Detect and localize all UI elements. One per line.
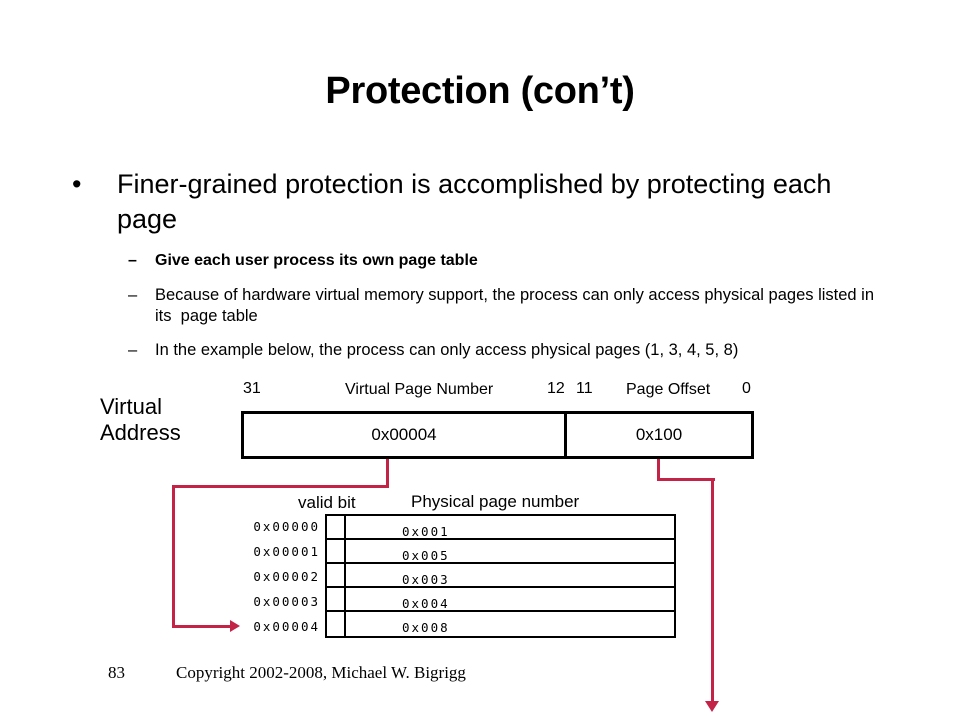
bit-label-31: 31: [243, 380, 261, 397]
bullet-level2-3-text: In the example below, the process can on…: [155, 341, 739, 359]
connector-vpn-vertical-icon: [172, 485, 175, 628]
virtual-page-number-field: 0x00004: [244, 414, 567, 456]
connector-offset-right-icon: [657, 478, 715, 481]
bit-label-11: 11: [576, 380, 593, 397]
page-table-index-0: 0x00000: [253, 519, 320, 534]
bullet-level2-3: – In the example below, the process can …: [128, 340, 888, 361]
bullet-level1-text: Finer-grained protection is accomplished…: [117, 169, 832, 234]
valid-bit-cell: [327, 612, 346, 636]
table-row: 0x008: [327, 612, 674, 636]
dash-marker-icon: –: [128, 252, 137, 269]
table-row: 0x001: [327, 516, 674, 540]
bullet-level2-1-text: Give each user process its own page tabl…: [155, 252, 478, 269]
physical-page-number-cell: 0x005: [346, 540, 674, 563]
connector-offset-down-icon: [657, 459, 660, 481]
connector-vpn-down-icon: [386, 459, 389, 488]
physical-page-number-cell: 0x003: [346, 564, 674, 587]
field-label-page-offset: Page Offset: [626, 381, 711, 398]
field-label-virtual-page-number: Virtual Page Number: [345, 381, 494, 398]
physical-page-number-cell: 0x001: [346, 516, 674, 539]
dash-marker-icon: –: [128, 341, 138, 359]
page-offset-field: 0x100: [635, 425, 683, 444]
physical-page-number-value: 0x004: [402, 596, 450, 611]
table-row: 0x003: [327, 564, 674, 588]
physical-page-number-cell: 0x004: [346, 588, 674, 611]
connector-offset-vertical-icon: [711, 478, 714, 704]
physical-page-number-value: 0x001: [402, 524, 450, 539]
bit-label-0: 0: [742, 380, 751, 397]
page-table-index-2: 0x00002: [253, 569, 320, 584]
connector-vpn-arrowhead-icon: [230, 620, 240, 632]
virtual-address-caption: Virtual Address: [100, 394, 240, 447]
valid-bit-cell: [327, 516, 346, 538]
virtual-address-box: 0x00004 0x100: [241, 411, 754, 459]
valid-bit-cell: [327, 540, 346, 562]
connector-vpn-right-icon: [172, 625, 232, 628]
connector-vpn-left-icon: [172, 485, 389, 488]
page-table-index-1: 0x00001: [253, 544, 320, 559]
column-header-valid-bit: valid bit: [298, 493, 356, 512]
page-table-index-4: 0x00004: [253, 619, 320, 634]
virtual-address-caption-line1: Virtual: [100, 394, 162, 419]
physical-page-number-value: 0x005: [402, 548, 450, 563]
bullet-level2-2: – Because of hardware virtual memory sup…: [128, 285, 888, 327]
page-table: 0x001 0x005 0x003 0x004 0x008: [325, 514, 676, 638]
valid-bit-cell: [327, 588, 346, 610]
physical-page-number-value: 0x008: [402, 620, 450, 635]
bullet-level1: • Finer-grained protection is accomplish…: [72, 167, 832, 236]
page-table-index-3: 0x00003: [253, 594, 320, 609]
bullet-level2-2-text: Because of hardware virtual memory suppo…: [155, 286, 879, 325]
bullet-level2-1: – Give each user process its own page ta…: [128, 251, 888, 271]
bullet-marker-icon: •: [72, 169, 82, 199]
table-row: 0x005: [327, 540, 674, 564]
dash-marker-icon: –: [128, 286, 138, 304]
connector-offset-arrowhead-icon: [705, 701, 719, 712]
table-row: 0x004: [327, 588, 674, 612]
page-title: Protection (con’t): [325, 70, 635, 112]
virtual-address-caption-line2: Address: [100, 420, 181, 446]
bit-label-12: 12: [547, 380, 565, 397]
valid-bit-cell: [327, 564, 346, 586]
slide-number: 83: [108, 663, 125, 682]
physical-page-number-cell: 0x008: [346, 612, 674, 636]
copyright-notice: Copyright 2002-2008, Michael W. Bigrigg: [176, 663, 466, 682]
physical-page-number-value: 0x003: [402, 572, 450, 587]
column-header-physical-page-number: Physical page number: [411, 492, 580, 511]
